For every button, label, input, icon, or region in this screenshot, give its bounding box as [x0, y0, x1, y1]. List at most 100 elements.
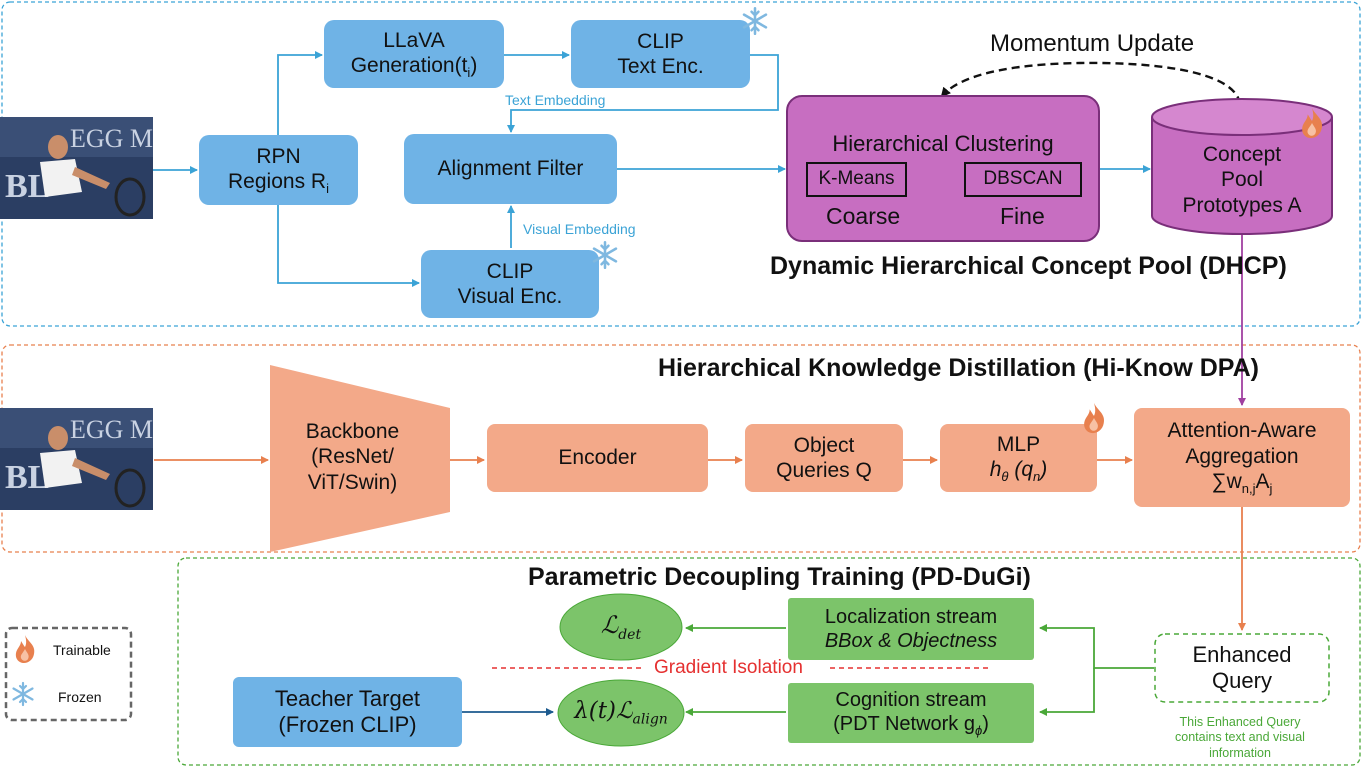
queries-label-1: Object [793, 433, 855, 457]
llava-gen-label: Generation(t [350, 53, 468, 77]
llava-label: LLaVA [383, 28, 445, 52]
queries-label-2: Queries Q [776, 459, 872, 482]
cog-label-1: Cognition stream [835, 688, 987, 711]
flame-icon [1084, 402, 1105, 434]
backbone-label-2: (ResNet/ [311, 445, 394, 469]
snowflake-icon [12, 681, 34, 707]
llava-sub: i [467, 64, 471, 80]
legend-frozen-label: Frozen [58, 689, 102, 705]
enhanced-query-frame [1154, 633, 1330, 703]
object-queries-box: Object Queries Q [745, 424, 903, 492]
enhanced-note-1: This Enhanced Query [1179, 714, 1301, 729]
agg-a: A [1255, 469, 1270, 493]
l-det-label: ℒdet [560, 606, 682, 648]
svg-text:EGG M: EGG M [70, 124, 153, 153]
loc-label-1: Localization stream [824, 606, 998, 628]
l-align-ellipse [557, 679, 685, 747]
localization-stream-box: Localization stream BBox & Objectness [788, 598, 1034, 660]
rpn-sub: i [326, 180, 329, 196]
encoder-box: Encoder [487, 424, 708, 492]
enhanced-query-label: Enhanced Query [1155, 634, 1329, 702]
agg-sub-nj: n,j [1241, 480, 1256, 496]
teacher-label-2: (Frozen CLIP) [278, 712, 417, 737]
alignment-filter-box: Alignment Filter [404, 134, 617, 204]
teacher-label-1: Teacher Target [274, 685, 421, 711]
enhanced-label-2: Query [1212, 668, 1272, 693]
dbscan-box: DBSCAN [964, 162, 1082, 197]
coarse-label: Coarse [826, 203, 901, 229]
hiknow-section-frame [1, 344, 1361, 553]
enhanced-note-3: information [1209, 745, 1271, 760]
mlp-label: MLP [996, 432, 1041, 456]
clip-visual-sublabel: Visual Enc. [457, 285, 563, 308]
input-image-top: EGG M BL [0, 117, 153, 219]
rpn-label: RPN [256, 144, 301, 168]
rpn-regions-label: Regions R [228, 169, 327, 193]
backbone-label-3: ViT/Swin) [307, 470, 398, 494]
hierarchical-clustering-label: Hierarchical Clustering [832, 131, 1054, 156]
concept-label-1: Concept [1202, 143, 1282, 167]
svg-text:EGG M: EGG M [70, 415, 153, 444]
backbone-label: Backbone (ResNet/ ViT/Swin) [270, 414, 435, 500]
attention-aggregation-box: Attention-Aware Aggregation ∑wn,jAj [1134, 408, 1350, 507]
concept-pool-cylinder [1151, 98, 1333, 235]
text-embedding-label: Text Embedding [505, 92, 606, 108]
fine-label: Fine [1000, 203, 1045, 229]
mlp-box: MLP hθ (qn) [940, 424, 1097, 492]
clip-visual-label: CLIP [486, 259, 534, 283]
rpn-box: RPN Regions Ri [199, 135, 358, 205]
llava-generation-box: LLaVA Generation(ti) [324, 20, 504, 88]
l-align-label: λ(t)ℒalign [558, 692, 684, 734]
kmeans-box: K-Means [806, 162, 907, 197]
alignment-filter-label: Alignment Filter [437, 157, 584, 181]
cog-close: ) [982, 712, 989, 735]
backbone-trapezoid [270, 365, 450, 552]
gradient-isolation-label: Gradient Isolation [654, 657, 803, 678]
cog-label-2: (PDT Network g [833, 712, 975, 735]
l-det-symbol: ℒ [600, 610, 619, 639]
l-align-sub: align [632, 711, 668, 728]
dhcp-title: Dynamic Hierarchical Concept Pool (DHCP) [770, 252, 1287, 280]
mlp-theta: θ [1001, 468, 1009, 484]
concept-pool-label: Concept Pool Prototypes A [1152, 137, 1332, 223]
pd-section-frame [177, 557, 1361, 766]
legend-trainable-label: Trainable [53, 642, 111, 658]
momentum-update-label: Momentum Update [990, 30, 1195, 57]
legend-frame [4, 626, 133, 722]
dbscan-label: DBSCAN [983, 168, 1063, 190]
backbone-label-1: Backbone [305, 420, 400, 444]
flame-icon [1302, 107, 1323, 139]
enhanced-query-note: This Enhanced Query contains text and vi… [1140, 713, 1340, 763]
hierarchical-clustering-box: Hierarchical Clustering [786, 95, 1100, 242]
hiknow-title: Hierarchical Knowledge Distillation (Hi-… [658, 354, 1259, 382]
clip-text-encoder-box: CLIP Text Enc. [571, 20, 750, 88]
snowflake-icon [592, 241, 618, 269]
flame-icon [15, 635, 35, 663]
agg-sum: ∑w [1211, 469, 1242, 493]
dhcp-section-frame [1, 1, 1361, 327]
clip-text-label: CLIP [637, 29, 684, 53]
agg-label-1: Attention-Aware [1167, 419, 1317, 443]
enhanced-note-2: contains text and visual [1175, 730, 1305, 745]
mlp-close: ) [1040, 457, 1048, 481]
encoder-label: Encoder [558, 446, 637, 470]
agg-label-2: Aggregation [1185, 444, 1299, 468]
clip-visual-encoder-box: CLIP Visual Enc. [421, 250, 599, 318]
l-align-symbol: λ(t)ℒ [574, 697, 633, 724]
clip-text-sublabel: Text Enc. [617, 55, 704, 78]
concept-label-2: Pool [1220, 168, 1264, 192]
input-image-bottom: EGG M BL [0, 408, 153, 510]
concept-label-3: Prototypes A [1182, 193, 1302, 217]
llava-close: ) [470, 53, 478, 77]
cog-sub: ϕ [974, 722, 983, 738]
mlp-n: n [1033, 468, 1041, 484]
kmeans-label: K-Means [818, 168, 895, 190]
mlp-h: h [989, 457, 1002, 481]
l-det-ellipse [559, 593, 683, 661]
teacher-target-box: Teacher Target (Frozen CLIP) [233, 677, 462, 747]
agg-sub-j: j [1269, 480, 1273, 496]
l-det-sub: det [618, 626, 642, 643]
snowflake-icon [742, 7, 768, 35]
loc-label-2: BBox & Objectness [824, 630, 998, 652]
